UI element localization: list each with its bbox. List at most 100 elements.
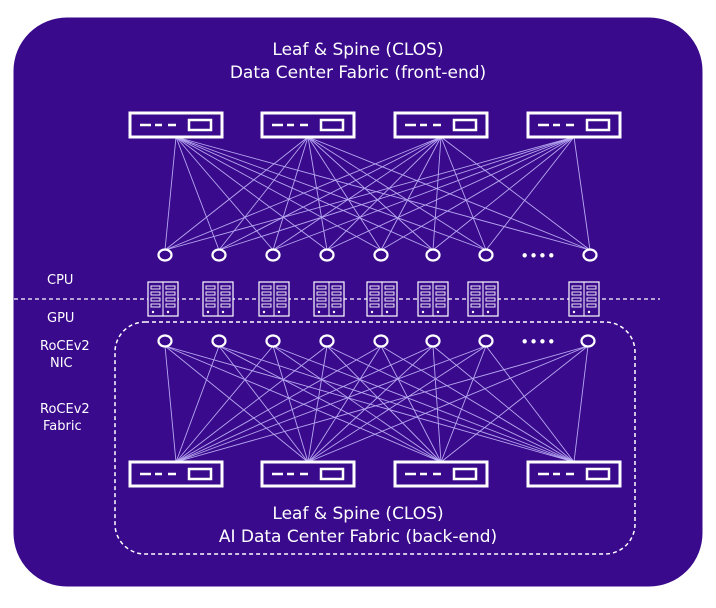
server-bay xyxy=(205,303,216,308)
server-bay xyxy=(220,303,231,308)
server-bay xyxy=(220,285,231,290)
frontend-link xyxy=(307,136,591,251)
server-bay xyxy=(331,303,342,308)
cpu-nic-node xyxy=(478,248,494,262)
gpu-nic-node xyxy=(319,334,335,348)
server-bay xyxy=(220,297,231,302)
backend-link xyxy=(326,345,442,463)
backend-link xyxy=(432,345,575,463)
server-bay xyxy=(165,297,176,302)
frontend-title: Leaf & Spine (CLOS) Data Center Fabric (… xyxy=(0,39,716,85)
server-bay xyxy=(384,285,395,290)
frontend-link xyxy=(175,136,328,251)
nic-label: RoCEv2 NIC xyxy=(40,338,90,372)
backend-link xyxy=(218,345,575,463)
server-bay xyxy=(165,291,176,296)
server-bay xyxy=(571,291,582,296)
backend-link xyxy=(175,345,382,463)
fabric-label: RoCEv2 Fabric xyxy=(40,401,90,435)
spine-switch-top-2 xyxy=(260,111,356,139)
cpu-nic-node xyxy=(265,248,281,262)
server-bay xyxy=(205,297,216,302)
server-bay xyxy=(420,285,431,290)
frontend-link xyxy=(440,136,487,251)
backend-link xyxy=(164,345,442,463)
server-led xyxy=(486,310,490,314)
leaf-switch-bottom-4 xyxy=(526,460,622,488)
frontend-link xyxy=(175,136,434,251)
gpu-nic-node xyxy=(580,334,596,348)
frontend-link xyxy=(164,136,177,251)
switch-port-box xyxy=(452,467,478,481)
server-bay xyxy=(165,303,176,308)
server-bay xyxy=(261,291,272,296)
gpu-nic-node xyxy=(157,334,173,348)
frontend-link xyxy=(326,136,575,251)
backend-link xyxy=(380,345,575,463)
server-led xyxy=(166,310,170,314)
server-bay xyxy=(150,291,161,296)
backend-link xyxy=(218,345,442,463)
gpu-nic-node xyxy=(211,334,227,348)
server-bay xyxy=(586,303,597,308)
server-led xyxy=(151,310,155,314)
server-bay xyxy=(316,297,327,302)
frontend-link xyxy=(218,136,442,251)
server-bay xyxy=(384,291,395,296)
switch-port-box xyxy=(452,118,478,132)
server-bay xyxy=(276,285,287,290)
server-icon xyxy=(366,281,398,317)
frontend-title-line1: Leaf & Spine (CLOS) xyxy=(272,40,444,60)
switches xyxy=(128,111,622,488)
cpu-nic-node xyxy=(582,248,598,262)
server-bay xyxy=(150,297,161,302)
server-bay xyxy=(384,303,395,308)
gpu-nic-node xyxy=(265,334,281,348)
server-led xyxy=(471,310,475,314)
cpu-ellipsis: •••• xyxy=(520,247,555,265)
cpu-nic-node xyxy=(157,248,173,262)
backend-link xyxy=(573,345,589,463)
server-led xyxy=(572,310,576,314)
frontend-links xyxy=(164,136,591,251)
server-led xyxy=(332,310,336,314)
server-icon xyxy=(568,281,600,317)
cpu-nic-node xyxy=(425,248,441,262)
cpu-label: CPU xyxy=(47,273,74,288)
server-bay xyxy=(420,291,431,296)
backend-link xyxy=(272,345,442,463)
server-bay xyxy=(316,303,327,308)
leaf-switch-bottom-1 xyxy=(128,460,224,488)
server-led xyxy=(262,310,266,314)
server-led xyxy=(421,310,425,314)
backend-link xyxy=(485,345,575,463)
server-bay xyxy=(571,303,582,308)
backend-link xyxy=(432,345,442,463)
server-bay xyxy=(205,291,216,296)
server-bay xyxy=(316,291,327,296)
frontend-title-line2: Data Center Fabric (front-end) xyxy=(229,63,487,83)
server-led xyxy=(277,310,281,314)
frontend-link xyxy=(573,136,591,251)
nodes xyxy=(157,248,598,348)
server-bay xyxy=(420,297,431,302)
server-led xyxy=(385,310,389,314)
frontend-link xyxy=(175,136,591,251)
server-bay xyxy=(369,303,380,308)
server-bay xyxy=(150,303,161,308)
servers xyxy=(147,281,600,317)
server-bay xyxy=(150,285,161,290)
switch-port-box xyxy=(187,467,213,481)
spine-switch-top-4 xyxy=(526,111,622,139)
gpu-nic-node xyxy=(373,334,389,348)
server-bay xyxy=(331,291,342,296)
server-bay xyxy=(435,303,446,308)
server-bay xyxy=(435,291,446,296)
server-bay xyxy=(586,291,597,296)
server-icon xyxy=(147,281,179,317)
server-bay xyxy=(369,285,380,290)
server-bay xyxy=(369,291,380,296)
server-bay xyxy=(586,285,597,290)
server-bay xyxy=(165,285,176,290)
